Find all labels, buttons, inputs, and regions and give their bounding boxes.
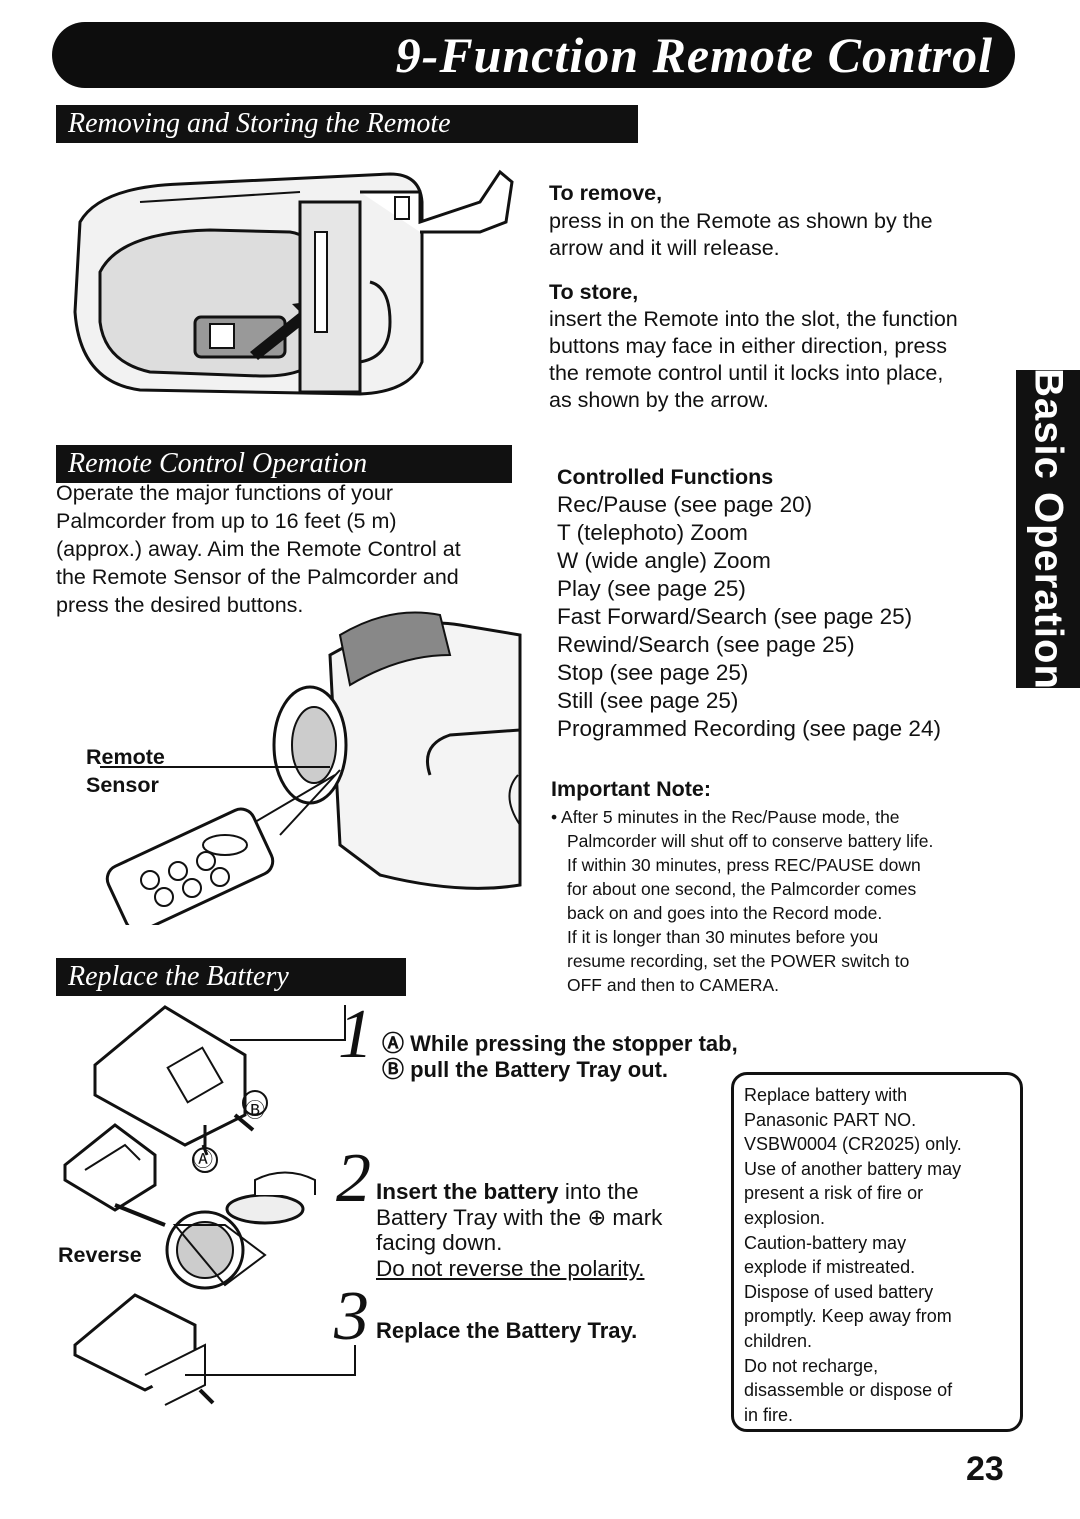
warning-line: explosion. [744,1207,826,1228]
function-item: Play (see page 25) [557,576,746,601]
warning-line: present a risk of fire or [744,1183,924,1204]
label-a: Ⓐ [193,1149,213,1171]
function-item: W (wide angle) Zoom [557,548,771,573]
remove-title: To remove, [549,181,663,205]
warning-line: in fire. [744,1404,794,1425]
warning-line: VSBW0004 (CR2025) only. [744,1134,962,1155]
step-2-line-2: Battery Tray with the ⊕ mark [376,1205,663,1230]
step-2-number: 2 [336,1140,371,1217]
step-1-line-1: Ⓐ While pressing the stopper tab, [382,1031,738,1056]
operation-text-5: press the desired buttons. [56,593,304,617]
reverse-label: Reverse [58,1243,142,1267]
note-title: Important Note: [551,777,712,801]
function-item: Programmed Recording (see page 24) [557,716,941,741]
battery-tray-illustration [63,1005,356,1406]
operation-text-2: Palmcorder from up to 16 feet (5 m) [56,509,397,533]
sensor-label-1: Remote [86,745,165,769]
note-line: If it is longer than 30 minutes before y… [567,927,879,947]
warning-line: Use of another battery may [744,1158,962,1179]
step-2-bold-text: Insert the battery [376,1179,559,1204]
step-2-line-3: facing down. [376,1230,503,1255]
functions-list: Rec/Pause (see page 20) T (telephoto) Zo… [557,491,941,743]
sensor-label-2: Sensor [86,773,159,797]
store-text-3: the remote control until it locks into p… [549,361,944,385]
store-text-1: insert the Remote into the slot, the fun… [549,307,958,331]
battery-warning-box: Replace battery with Panasonic PART NO. … [731,1072,1023,1432]
note-line: back on and goes into the Record mode. [567,903,883,923]
side-section-tab: Basic Operation [1016,368,1080,690]
function-item: Rec/Pause (see page 20) [557,492,813,517]
functions-title: Controlled Functions [557,465,774,489]
function-item: Still (see page 25) [557,688,739,713]
note-line: resume recording, set the POWER switch t… [567,951,910,971]
function-item: Rewind/Search (see page 25) [557,632,855,657]
step-3-text: Replace the Battery Tray. [376,1318,638,1343]
warning-line: Panasonic PART NO. [744,1109,917,1130]
section-heading-removing: Removing and Storing the Remote [56,105,638,143]
store-title: To store, [549,280,639,304]
label-b: Ⓑ [245,1100,265,1122]
warning-line: Replace battery with [744,1085,908,1105]
operation-text-3: (approx.) away. Aim the Remote Control a… [56,537,461,561]
warning-line: children. [744,1330,813,1351]
page-title: 9-Function Remote Control [395,27,993,83]
remove-text-2: arrow and it will release. [549,236,780,260]
section-heading-operation: Remote Control Operation [56,445,512,483]
step-2-rest-text: into the [558,1179,639,1204]
note-line: If within 30 minutes, press REC/PAUSE do… [567,855,921,875]
remote-aim-illustration [100,611,522,925]
camcorder-slot-illustration [73,169,514,396]
warning-line: explode if mistreated. [744,1257,916,1278]
function-item: Stop (see page 25) [557,660,749,685]
store-text-2: buttons may face in either direction, pr… [549,334,947,358]
store-text-4: as shown by the arrow. [549,388,769,412]
note-line: OFF and then to CAMERA. [567,975,780,995]
operation-text-1: Operate the major functions of your [56,481,394,505]
step-3-number: 3 [334,1278,369,1355]
side-tab-label: Basic Operation [1026,368,1071,690]
step-2-line-1: Insert the battery into the [376,1178,639,1205]
warning-line: Caution-battery may [744,1232,907,1253]
warning-line: Dispose of used battery [744,1281,934,1302]
step-2-line-4: Do not reverse the polarity. [376,1256,645,1281]
page-number: 23 [966,1450,1004,1488]
note-line: for about one second, the Palmcorder com… [567,879,917,899]
warning-line: disassemble or dispose of [744,1380,953,1401]
section-heading-battery: Replace the Battery [56,958,406,996]
step-1-line-2: Ⓑ pull the Battery Tray out. [382,1057,669,1082]
warning-line: promptly. Keep away from [744,1306,952,1327]
remove-text-1: press in on the Remote as shown by the [549,209,933,233]
note-body: • After 5 minutes in the Rec/Pause mode,… [551,805,933,997]
function-item: Fast Forward/Search (see page 25) [557,604,913,629]
note-line: • After 5 minutes in the Rec/Pause mode,… [551,807,900,827]
warning-line: Do not recharge, [744,1355,879,1376]
note-line: Palmcorder will shut off to conserve bat… [567,831,934,851]
operation-text-4: the Remote Sensor of the Palmcorder and [56,565,459,589]
step-1-number: 1 [338,996,373,1073]
page-title-bar: 9-Function Remote Control [52,22,1015,88]
function-item: T (telephoto) Zoom [557,520,748,545]
